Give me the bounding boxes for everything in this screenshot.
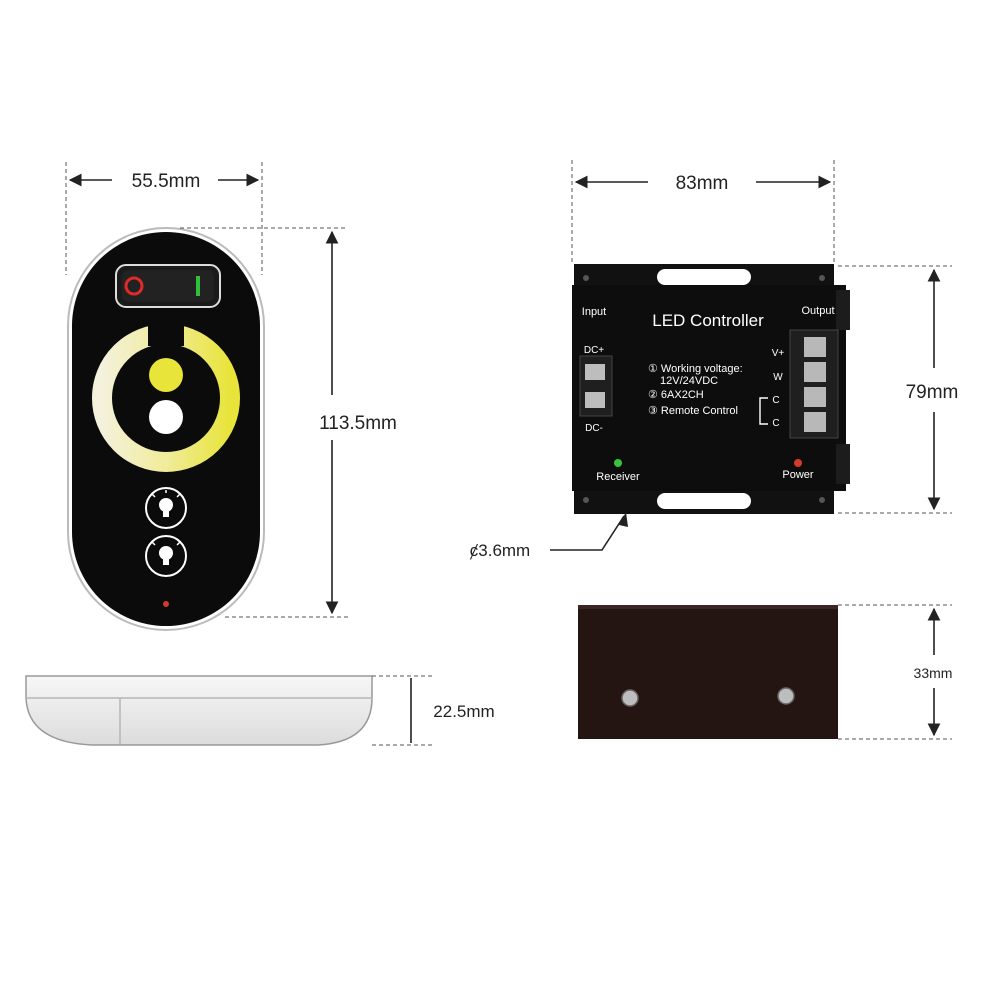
output-c2-label: C	[772, 418, 779, 429]
remote-indicator-led	[163, 601, 169, 607]
remote-front-view: TC	[67, 227, 265, 631]
controller-width-label: 83mm	[676, 173, 729, 194]
mounting-hole-label: ȼ3.6mm	[470, 541, 530, 560]
controller-side-view	[578, 605, 838, 739]
output-label: Output	[801, 305, 834, 317]
controller-height-label: 79mm	[906, 382, 959, 403]
dc-plus-label: DC+	[584, 345, 604, 356]
receiver-led	[614, 459, 622, 467]
output-terminal-block	[789, 329, 839, 439]
lightbulb-icon	[151, 541, 181, 565]
output-c1-label: C	[772, 395, 779, 406]
controller-height-dimension: 79mm	[838, 265, 959, 514]
remote-width-dimension: 55.5mm	[65, 162, 263, 275]
controller-depth-label: 33mm	[914, 665, 953, 681]
power-toggle[interactable]	[115, 264, 221, 308]
lightbulb-icon	[151, 490, 181, 517]
spec-line-2: ② 6AX2CH	[648, 389, 704, 401]
input-label: Input	[582, 306, 606, 318]
controller-width-dimension: 83mm	[571, 160, 835, 262]
controller-depth-dimension: 33mm	[838, 604, 953, 740]
mounting-hole-callout: ȼ3.6mm	[470, 512, 628, 560]
controller-front-view: LED Controller Input Output DC+ DC- ① Wo…	[572, 264, 850, 514]
power-led	[794, 459, 802, 467]
cool-light-button[interactable]	[149, 400, 183, 434]
controller-title: LED Controller	[652, 311, 764, 330]
power-off-icon	[124, 276, 144, 296]
remote-width-label: 55.5mm	[132, 171, 201, 192]
brightness-up-button[interactable]	[145, 487, 187, 529]
power-label: Power	[782, 469, 814, 481]
dc-minus-label: DC-	[585, 423, 603, 434]
remote-side-view	[25, 675, 373, 746]
spec-line-3: ③ Remote Control	[648, 405, 738, 417]
color-temperature-ring[interactable]	[92, 322, 240, 472]
output-vplus-label: V+	[772, 348, 785, 359]
warm-light-button[interactable]	[149, 358, 183, 392]
remote-height-dimension: 113.5mm	[180, 227, 397, 618]
remote-depth-dimension: 22.5mm	[372, 675, 495, 746]
output-w-label: W	[773, 372, 783, 383]
remote-depth-label: 22.5mm	[433, 702, 494, 721]
receiver-label: Receiver	[596, 471, 640, 483]
remote-height-label: 113.5mm	[319, 413, 397, 434]
spec-line-1: ① Working voltage:	[648, 363, 743, 375]
spec-line-1b: 12V/24VDC	[660, 375, 718, 387]
power-on-icon	[196, 276, 200, 296]
brightness-down-button[interactable]	[145, 535, 187, 577]
